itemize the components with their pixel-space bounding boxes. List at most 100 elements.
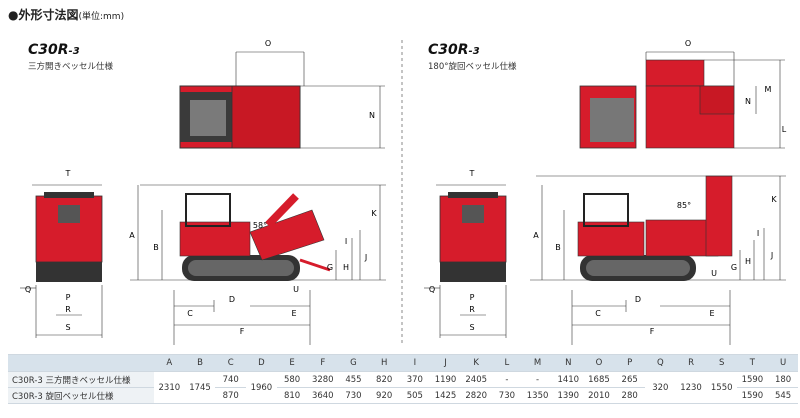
table-cell: 180: [767, 371, 799, 388]
table-cell: 1425: [430, 387, 461, 404]
dim-label-o-left: O: [265, 39, 271, 48]
table-row: C30R-3 三方開きベッセル仕様 2310 1745 740 1960 580…: [8, 371, 799, 404]
dim-label-a-right: A: [533, 231, 539, 240]
dimension-drawing: O N T P R S Q: [20, 39, 787, 345]
table-header-j: J: [430, 354, 461, 372]
dim-label-t-right: T: [469, 169, 475, 178]
table-header-m: M: [522, 354, 553, 372]
dim-label-i-left: I: [345, 237, 347, 246]
table-cell: 2405: [460, 371, 492, 388]
dim-label-r-right: R: [469, 305, 475, 314]
dimensions-table: A B C D E F G H I J K L M N O P Q R S T …: [8, 354, 799, 404]
table-row: C30R-3 旋回ベッセル仕様 870 810 3640 730 920 505…: [8, 387, 799, 404]
table-cell: 870: [215, 387, 247, 404]
table-header-b: B: [184, 354, 216, 372]
table-cell: 1590: [737, 387, 768, 404]
dim-label-n-right: N: [745, 97, 751, 106]
table-cell: 1230: [675, 371, 707, 404]
table-cell: 730: [491, 387, 523, 404]
right-top-view: [579, 51, 785, 149]
table-header-row: A B C D E F G H I J K L M N O P Q R S T …: [8, 354, 799, 372]
table-header-o: O: [583, 354, 615, 372]
dim-label-g-right: G: [731, 263, 737, 272]
table-cell: 1410: [552, 371, 584, 388]
table-cell: 1685: [583, 371, 615, 388]
dim-label-c-right: C: [595, 309, 601, 318]
table-cell: 2310: [154, 371, 185, 404]
tilt-angle-right: 85°: [677, 201, 691, 210]
table-cell: 1190: [430, 371, 461, 388]
dim-label-s-right: S: [469, 323, 474, 332]
dim-label-e-left: E: [291, 309, 296, 318]
dim-label-f-right: F: [650, 327, 655, 336]
table-cell: 810: [276, 387, 308, 404]
table-cell: 820: [368, 371, 400, 388]
dim-label-q-left: Q: [25, 285, 31, 294]
table-header-u: U: [767, 354, 799, 372]
table-header-e: E: [276, 354, 308, 372]
table-cell: -: [522, 371, 553, 388]
table-header-q: Q: [645, 354, 676, 372]
left-model-label: C30R-3: [28, 42, 80, 58]
left-top-view: [179, 51, 385, 149]
table-cell: 2010: [583, 387, 615, 404]
right-model-label: C30R-3: [428, 42, 480, 58]
table-cell: 505: [399, 387, 431, 404]
table-header-h: H: [368, 354, 400, 372]
table-header-r: R: [675, 354, 707, 372]
page-title: ●外形寸法図(単位:mm): [8, 8, 125, 22]
table-corner: [8, 354, 154, 372]
table-cell: 1960: [246, 371, 277, 404]
table-cell: 370: [399, 371, 431, 388]
table-cell: 1745: [184, 371, 216, 404]
dim-label-d-right: D: [635, 295, 641, 304]
table-header-a: A: [154, 354, 185, 372]
dim-label-p-left: P: [66, 293, 71, 302]
bullet-icon: ●: [8, 8, 19, 22]
table-cell: 580: [276, 371, 308, 388]
table-header-i: I: [399, 354, 431, 372]
left-spec-label: 三方開きベッセル仕様: [28, 62, 114, 72]
dim-label-p-right: P: [470, 293, 475, 302]
dim-label-f-left: F: [240, 327, 245, 336]
table-header-p: P: [614, 354, 645, 372]
table-cell: 280: [614, 387, 645, 404]
dim-label-o-right: O: [685, 39, 691, 48]
table-cell: 3280: [307, 371, 339, 388]
table-cell: 740: [215, 371, 247, 388]
table-header-c: C: [215, 354, 247, 372]
table-header-n: N: [552, 354, 584, 372]
left-side-view: [130, 184, 386, 345]
dim-label-l-right: L: [782, 125, 787, 134]
dim-label-b-left: B: [153, 243, 159, 252]
right-side-view: [530, 175, 786, 345]
row-label: C30R-3 三方開きベッセル仕様: [8, 371, 154, 388]
table-header-f: F: [307, 354, 339, 372]
table-cell: 265: [614, 371, 645, 388]
table-cell: 730: [338, 387, 369, 404]
dim-label-k-right: K: [771, 195, 777, 204]
dim-label-i-right: I: [757, 229, 759, 238]
table-cell: 2820: [460, 387, 492, 404]
dim-label-h-right: H: [745, 257, 751, 266]
table-cell: 545: [767, 387, 799, 404]
table-cell: 1590: [737, 371, 768, 388]
table-header-s: S: [706, 354, 738, 372]
dim-label-j-right: J: [770, 251, 773, 260]
table-cell: 455: [338, 371, 369, 388]
table-header-d: D: [246, 354, 277, 372]
table-cell: -: [491, 371, 523, 388]
dim-label-g-left: G: [327, 263, 333, 272]
tilt-angle-left: 58°: [253, 221, 267, 230]
table-header-l: L: [491, 354, 523, 372]
dim-label-n-left: N: [369, 111, 375, 120]
dim-label-j-left: J: [364, 253, 367, 262]
dim-label-d-left: D: [229, 295, 235, 304]
left-front-view: [20, 184, 103, 338]
table-cell: 320: [645, 371, 676, 404]
dim-label-m-right: M: [765, 85, 772, 94]
table-cell: 1550: [706, 371, 738, 404]
dim-label-u-left: U: [293, 285, 299, 294]
right-front-view: [424, 184, 507, 338]
table-header-k: K: [460, 354, 492, 372]
